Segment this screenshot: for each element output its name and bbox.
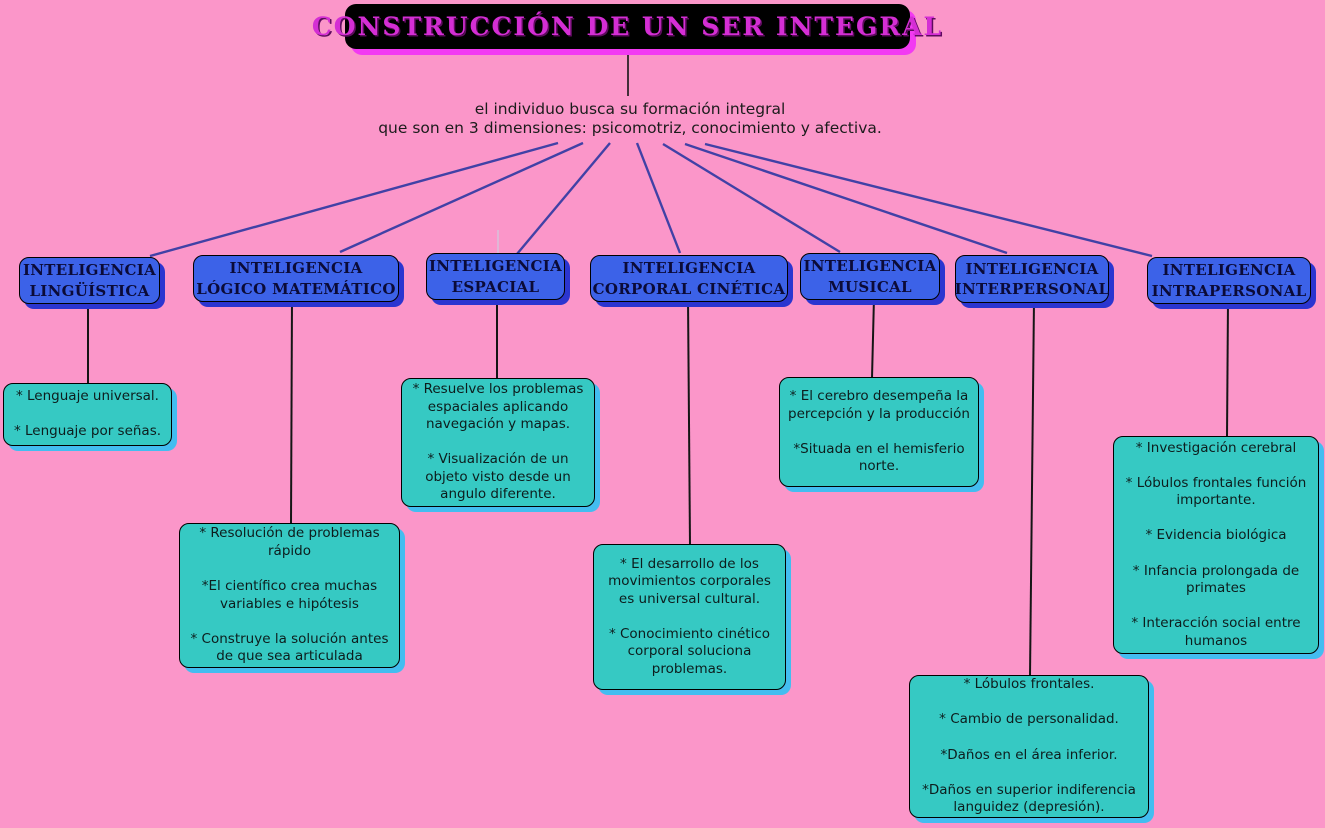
link-root-to-corporal [635, 142, 682, 254]
link-interpersonal-details [1029, 299, 1035, 677]
link-root-to-espacial [516, 142, 611, 255]
detail-node-linguistica: * Lenguaje universal. * Lenguaje por señ… [3, 383, 172, 446]
detail-node-intrapersonal: * Investigación cerebral * Lóbulos front… [1113, 436, 1319, 654]
link-logico-details [290, 298, 293, 525]
link-root-to-interpersonal [684, 142, 1008, 255]
branch-node-intrapersonal: INTELIGENCIA INTRAPERSONAL [1147, 257, 1311, 304]
link-root-to-linguistica [149, 141, 559, 258]
link-root-to-logico [339, 141, 584, 254]
link-intrapersonal-details [1226, 300, 1229, 438]
branch-node-interpersonal: INTELIGENCIA INTERPERSONAL [955, 255, 1109, 303]
link-corporal-details [687, 298, 691, 546]
map-title: CONSTRUCCIÓN DE UN SER INTEGRAL [311, 12, 944, 41]
detail-node-interpersonal: * Lóbulos frontales. * Cambio de persona… [909, 675, 1149, 818]
link-root-to-musical [662, 142, 841, 254]
detail-node-corporal-cinetica: * El desarrollo de los movimientos corpo… [593, 544, 786, 690]
branch-node-corporal-cinetica: INTELIGENCIA CORPORAL CINÉTICA [590, 255, 788, 302]
link-root-to-intrapersonal [704, 142, 1153, 258]
map-title-node: CONSTRUCCIÓN DE UN SER INTEGRAL [312, 4, 941, 49]
detail-node-espacial: * Resuelve los problemas espaciales apli… [401, 378, 595, 507]
branch-node-musical: INTELIGENCIA MUSICAL [800, 253, 940, 300]
detail-node-logico-matematico: * Resolución de problemas rápido *El cie… [179, 523, 400, 668]
branch-node-espacial: INTELIGENCIA ESPACIAL [426, 253, 565, 300]
branch-node-logico-matematico: INTELIGENCIA LÓGICO MATEMÁTICO [193, 255, 399, 302]
root-statement: el individuo busca su formación integral… [378, 100, 882, 138]
link-musical-details [871, 296, 875, 379]
detail-node-musical: * El cerebro desempeña la percepción y l… [779, 377, 979, 487]
branch-node-linguistica: INTELIGENCIA LINGÜÍSTICA [19, 257, 160, 304]
